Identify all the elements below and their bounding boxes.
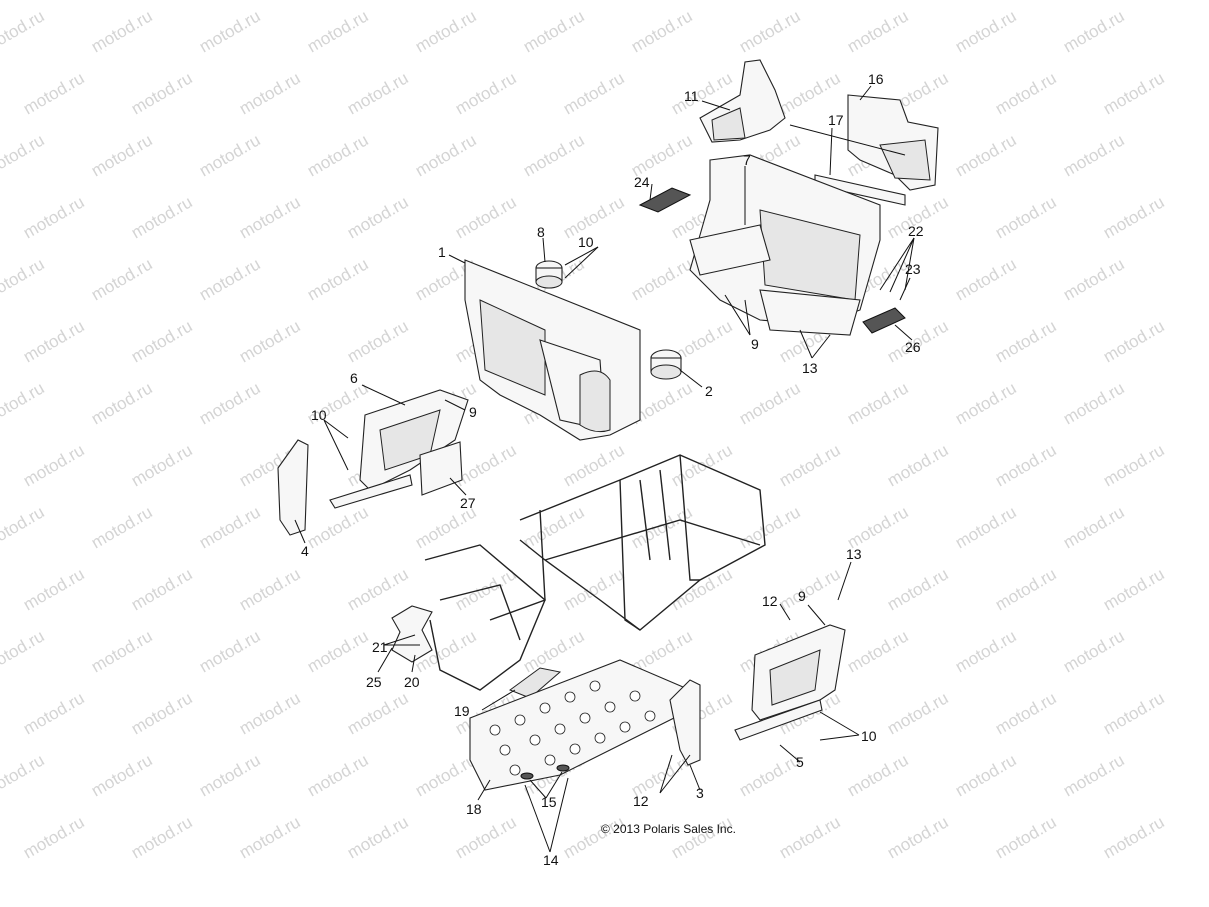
callout-18: 18	[466, 801, 482, 817]
callout-12-top: 12	[762, 593, 778, 609]
callout-1: 1	[438, 244, 446, 260]
leader-lines	[294, 85, 915, 853]
callout-2: 2	[705, 383, 713, 399]
part-19-plate	[508, 667, 562, 699]
callout-27: 27	[460, 495, 476, 511]
vehicle-frame	[424, 454, 766, 691]
callout-9-right: 9	[798, 588, 806, 604]
part-1-dash	[464, 259, 641, 441]
callout-9-left: 9	[469, 404, 477, 420]
callout-15: 15	[541, 794, 557, 810]
copyright-text: © 2013 Polaris Sales Inc.	[601, 822, 736, 836]
callout-25: 25	[366, 674, 382, 690]
callout-20: 20	[404, 674, 420, 690]
part-2-cup	[650, 349, 682, 380]
part-5-door	[734, 624, 846, 741]
callout-26: 26	[905, 339, 921, 355]
callout-24: 24	[634, 174, 650, 190]
part-16-side-panel	[847, 94, 939, 191]
callout-19: 19	[454, 703, 470, 719]
callout-9-top: 9	[751, 336, 759, 352]
callout-13-right: 13	[846, 546, 862, 562]
part-20-pad	[391, 605, 433, 663]
callout-17: 17	[828, 112, 844, 128]
callout-7: 7	[743, 152, 751, 168]
part-27-decal	[419, 441, 463, 496]
callout-3: 3	[696, 785, 704, 801]
part-24-mat	[638, 187, 692, 213]
part-18-skid-plate	[469, 659, 691, 791]
callout-23: 23	[905, 261, 921, 277]
callout-11: 11	[684, 88, 699, 104]
part-3-pillar	[669, 679, 701, 766]
callout-12-bottom: 12	[633, 793, 649, 809]
part-8-cup	[535, 260, 563, 289]
part-7-rear-floor	[689, 154, 881, 336]
part-26-mat	[862, 307, 906, 334]
callout-14: 14	[543, 852, 559, 868]
part-15-washers	[520, 764, 570, 780]
callout-8: 8	[537, 224, 545, 240]
callout-10-right: 10	[861, 728, 877, 744]
callout-13-top: 13	[802, 360, 818, 376]
callout-4: 4	[301, 543, 309, 559]
callout-10-left: 10	[311, 407, 327, 423]
callout-6: 6	[350, 370, 358, 386]
callout-21: 21	[372, 639, 388, 655]
callout-5: 5	[796, 754, 804, 770]
callout-22: 22	[908, 223, 924, 239]
callout-16: 16	[868, 71, 884, 87]
part-11-rear-panel	[699, 59, 786, 143]
part-4-pillar	[277, 439, 309, 536]
callout-10-top: 10	[578, 234, 594, 250]
